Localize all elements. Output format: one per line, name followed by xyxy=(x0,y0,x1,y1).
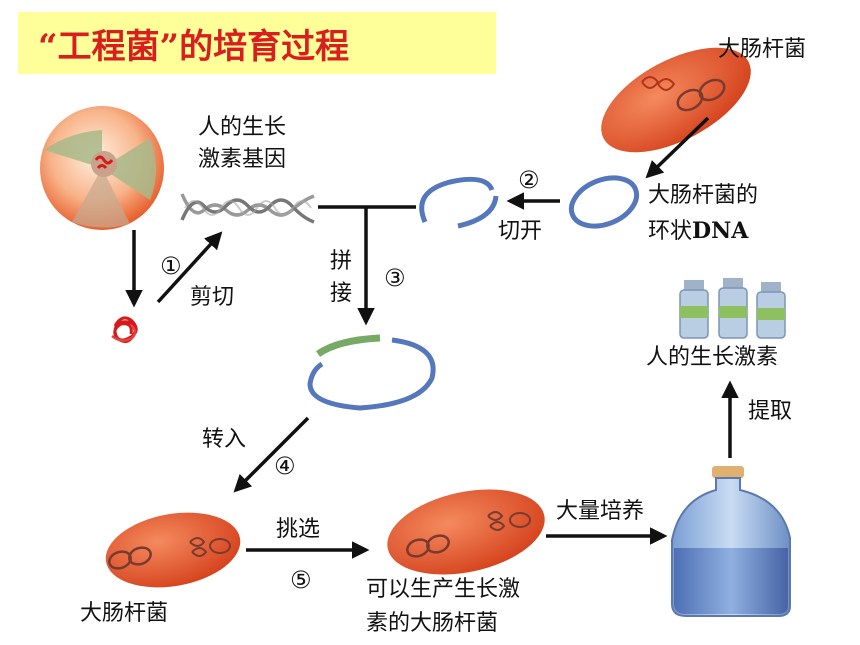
label-gene-line1: 人的生长 xyxy=(198,115,286,140)
label-ecoli-bottom: 大肠杆菌 xyxy=(80,601,168,626)
vial-icon xyxy=(718,278,748,339)
title-background xyxy=(18,12,496,74)
label-plasmid-line2: 环状DNA xyxy=(648,218,749,244)
label-hormone: 人的生长激素 xyxy=(646,345,778,370)
label-culture: 大量培养 xyxy=(556,499,644,524)
label-extract: 提取 xyxy=(748,399,792,424)
cut-plasmid-icon xyxy=(419,176,495,223)
label-plasmid-dna: DNA xyxy=(692,218,749,244)
bacterium-icon xyxy=(387,489,545,575)
human-cell-icon xyxy=(40,106,164,230)
arrow-chromosome-to-gene xyxy=(156,231,223,304)
culture-bottle-icon xyxy=(671,466,791,617)
label-transfer: 转入 xyxy=(202,427,246,452)
bacterium-icon xyxy=(601,47,751,153)
recombinant-plasmid-icon xyxy=(307,334,436,411)
arrow-bacterium-to-plasmid xyxy=(645,116,710,179)
title-banner: “工程菌”的培育过程 xyxy=(18,12,496,74)
step-1-number: ① xyxy=(160,252,182,280)
step-3-number: ③ xyxy=(384,264,406,292)
bacterium-icon xyxy=(105,512,241,588)
arrow-transfer xyxy=(233,416,310,493)
vial-icon xyxy=(756,282,786,339)
chromosome-icon xyxy=(111,316,138,343)
label-select: 挑选 xyxy=(276,517,320,542)
plasmid-icon xyxy=(568,175,640,229)
cut-plasmid-segment xyxy=(457,195,499,229)
label-ecoli-top: 大肠杆菌 xyxy=(718,37,806,62)
label-cut: 剪切 xyxy=(190,285,234,310)
label-cut-open: 切开 xyxy=(498,219,542,244)
label-plasmid-line1: 大肠杆菌的 xyxy=(648,183,758,208)
page-title: “工程菌”的培育过程 xyxy=(38,27,349,67)
bottle-cap xyxy=(712,466,744,478)
step-2-number: ② xyxy=(518,166,540,194)
label-splice-1: 拼 xyxy=(330,249,352,274)
dna-helix-icon xyxy=(180,193,315,224)
vial-icon xyxy=(679,280,709,339)
label-gene-line2: 激素基因 xyxy=(198,147,286,172)
gene-insert-segment xyxy=(315,334,381,357)
step-4-number: ④ xyxy=(274,452,296,480)
label-plasmid-cn: 环状 xyxy=(648,219,692,244)
label-engineered-line1: 可以生产生长激 xyxy=(366,577,520,602)
step-5-number: ⑤ xyxy=(290,566,312,594)
label-splice-2: 接 xyxy=(330,281,352,306)
label-engineered-line2: 素的大肠杆菌 xyxy=(366,611,498,636)
